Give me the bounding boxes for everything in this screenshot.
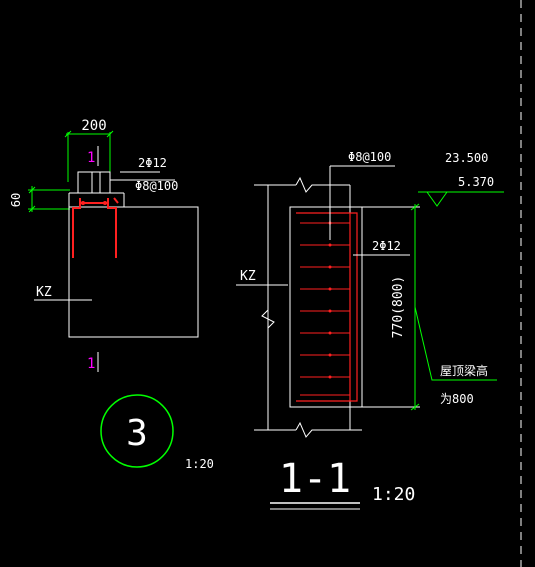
column-outline: [68, 206, 199, 338]
section-1-1: Φ8@100 2Φ12 KZ 23.500 5.370 770(800) 屋顶梁…: [236, 150, 504, 510]
detail-scale: 1:20: [185, 457, 214, 471]
section-scale: 1:20: [372, 484, 415, 505]
rebar-section: [296, 212, 358, 402]
column-label: KZ: [36, 285, 52, 300]
parapet-outline: [77, 171, 111, 194]
stirrup-text: Φ8@100: [135, 179, 178, 193]
section-stirrup-text: Φ8@100: [348, 150, 391, 164]
note-line-1: 屋顶梁高: [440, 363, 488, 378]
width-dim-text: 200: [81, 118, 106, 134]
section-title: 1-1: [279, 456, 351, 502]
stirrups: [300, 222, 350, 396]
section-rebar-text: 2Φ12: [372, 239, 401, 253]
rebar-hooks: [328, 221, 332, 379]
section-height-text: 770(800): [391, 276, 406, 339]
section-height-dimension: [410, 203, 497, 411]
note-line-2: 为800: [440, 392, 474, 406]
svg-text:1: 1: [87, 356, 95, 372]
section-mark-top: 1: [87, 146, 99, 166]
detail-number-circle: [100, 394, 174, 468]
section-column-label: KZ: [240, 269, 256, 284]
elevation-bottom: 5.370: [458, 175, 494, 189]
rebar-text: 2Φ12: [138, 156, 167, 170]
elevation-marker: [418, 191, 504, 207]
detail-3: 200 60 2Φ12 Φ8@100: [9, 118, 214, 471]
detail-number: 3: [126, 413, 148, 454]
height-dimension: [28, 186, 70, 213]
elevation-top: 23.500: [445, 151, 488, 165]
svg-text:1: 1: [87, 150, 95, 166]
section-mark-bottom: 1: [87, 352, 99, 372]
height-dim-text: 60: [9, 193, 23, 207]
rebar-dot: [103, 201, 107, 205]
rebar-dot: [81, 201, 85, 205]
